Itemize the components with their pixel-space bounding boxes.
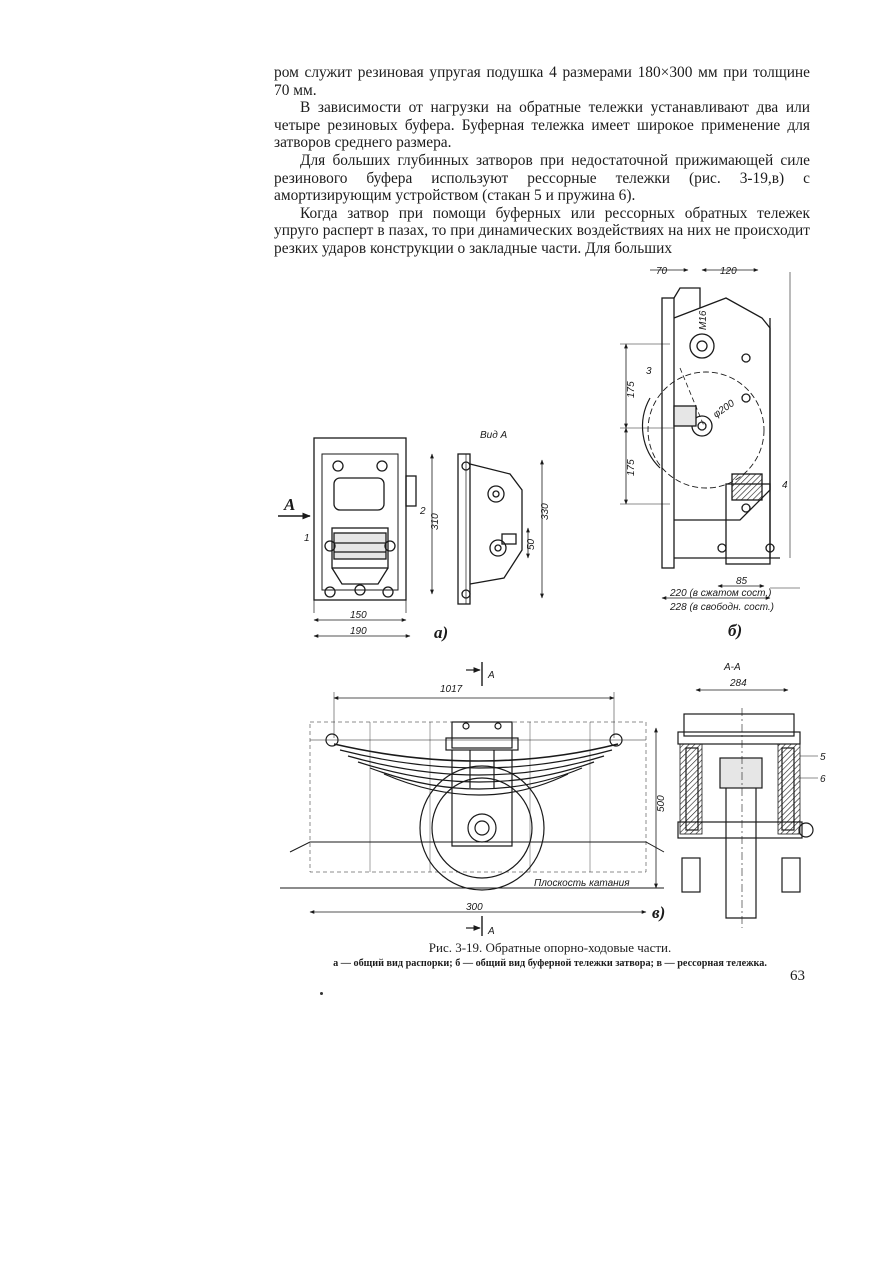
view-v-dimensions bbox=[309, 662, 818, 936]
dim-220: 220 (в сжатом сост.) bbox=[669, 588, 771, 599]
figure-caption: Рис. 3-19. Обратные опорно-ходовые части… bbox=[428, 940, 672, 955]
dim-300: 300 bbox=[466, 902, 483, 913]
dim-284: 284 bbox=[729, 678, 747, 689]
page-number: 63 bbox=[790, 968, 805, 984]
dim-175-top: 175 bbox=[626, 381, 637, 398]
figure-subcaption: а — общий вид распорки; б — общий вид бу… bbox=[333, 958, 767, 969]
callout-5: 5 bbox=[820, 752, 826, 763]
section-mark-bottom: А bbox=[487, 926, 495, 937]
paragraph-1: ром служит резиновая упругая подушка 4 р… bbox=[274, 64, 810, 99]
callout-6: 6 bbox=[820, 774, 826, 785]
section-mark-top: А bbox=[487, 670, 495, 681]
rolling-plane-label: Плоскость катания bbox=[534, 878, 630, 889]
view-b-drawing bbox=[641, 272, 800, 589]
paragraph-3: Для больших глубинных затворов при недос… bbox=[274, 151, 810, 205]
section-a-a-title: А-А bbox=[723, 662, 741, 673]
dim-330: 330 bbox=[540, 503, 551, 520]
arrow-a-label: А bbox=[283, 495, 295, 514]
dim-500: 500 bbox=[656, 795, 667, 812]
scan-speck bbox=[320, 992, 323, 995]
dim-m16: М16 bbox=[698, 310, 709, 330]
dim-85: 85 bbox=[736, 576, 748, 587]
dim-1017: 1017 bbox=[440, 684, 463, 695]
view-b-dimensions bbox=[620, 268, 771, 600]
callout-1: 1 bbox=[304, 533, 310, 544]
callout-4: 4 bbox=[782, 480, 788, 491]
part-label-v: в) bbox=[652, 903, 665, 922]
body-text: ром служит резиновая упругая подушка 4 р… bbox=[274, 64, 810, 258]
view-v-drawing bbox=[280, 708, 814, 928]
part-label-b: б) bbox=[728, 621, 742, 640]
figure-3-19: 150 190 310 330 50 Вид А А 1 2 а) bbox=[270, 258, 830, 938]
dim-228: 228 (в свободн. сост.) bbox=[669, 601, 774, 613]
part-label-a: а) bbox=[434, 623, 448, 642]
dim-50: 50 bbox=[526, 538, 537, 550]
dim-150: 150 bbox=[350, 610, 367, 621]
dim-phi200: φ200 bbox=[711, 398, 737, 421]
view-a-drawing bbox=[313, 437, 523, 613]
view-a-title: Вид А bbox=[480, 430, 508, 441]
callout-3: 3 bbox=[646, 366, 652, 377]
dim-190: 190 bbox=[350, 626, 367, 637]
paragraph-4: Когда затвор при помощи буферных или рес… bbox=[274, 204, 810, 257]
dim-175-bottom: 175 bbox=[626, 459, 637, 476]
dim-120: 120 bbox=[720, 266, 737, 277]
technical-drawing: 150 190 310 330 50 Вид А А 1 2 а) bbox=[278, 266, 826, 937]
paragraph-2: В зависимости от нагрузки на обратные те… bbox=[274, 99, 810, 152]
dim-70: 70 bbox=[656, 266, 668, 277]
callout-2: 2 bbox=[419, 506, 426, 517]
dim-310: 310 bbox=[430, 513, 441, 530]
view-a-dimensions bbox=[278, 453, 544, 638]
